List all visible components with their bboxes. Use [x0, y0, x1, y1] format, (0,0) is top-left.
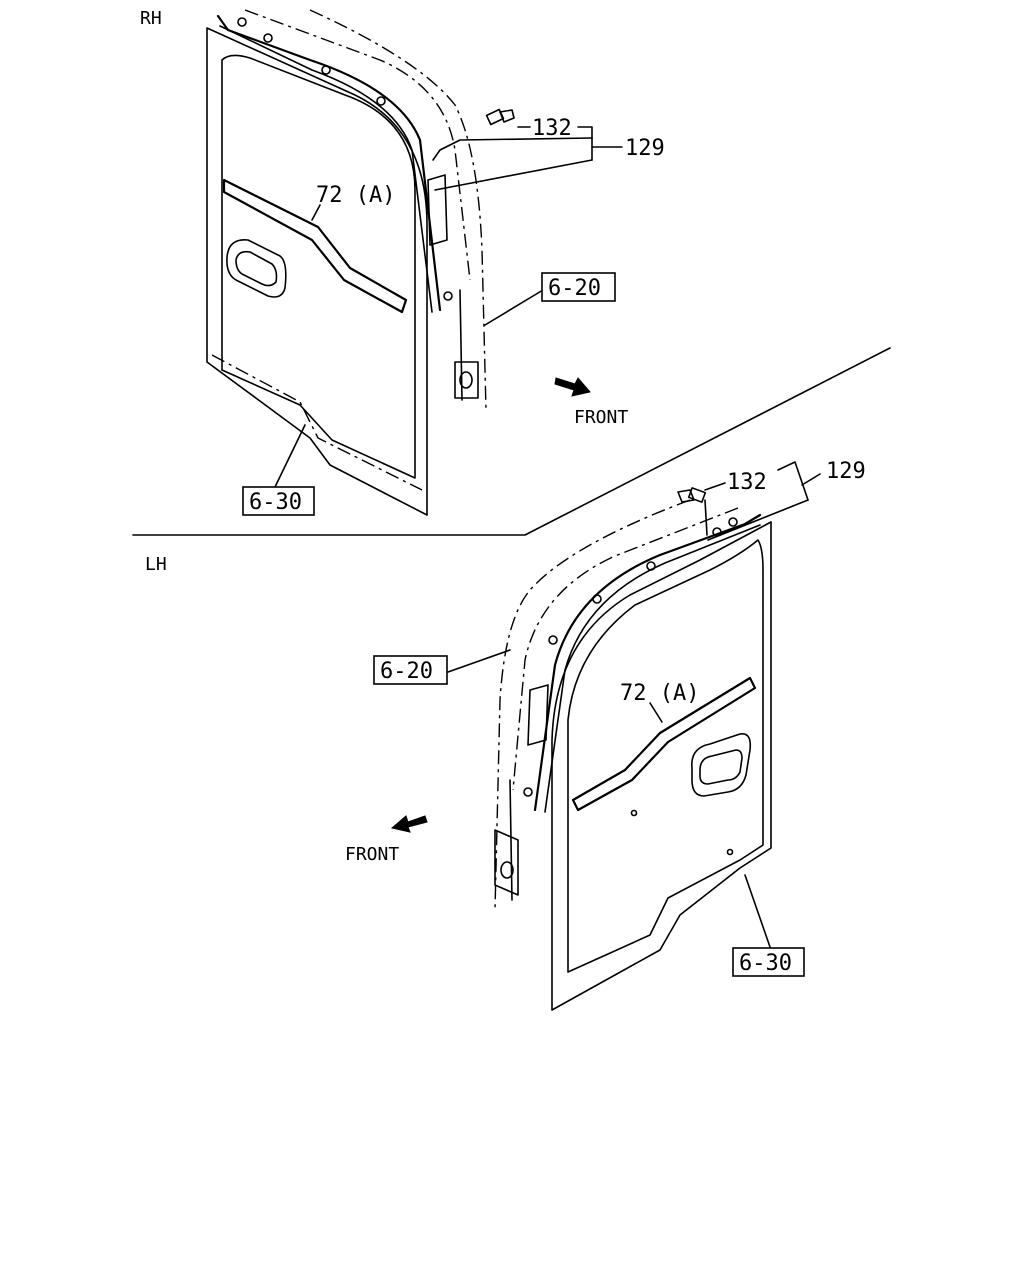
rh-ref-door-box[interactable] [242, 486, 315, 516]
rh-ref-door: 6-30 [249, 490, 302, 515]
rh-body-panel [244, 9, 487, 411]
rh-clip-132 [485, 108, 515, 126]
lh-clip-132 [677, 487, 707, 503]
lh-label-kit: 129 [826, 459, 866, 484]
rh-front-label: FRONT [574, 407, 628, 428]
lh-ref-pillar: 6-20 [380, 659, 433, 684]
rh-label-clip: 132 [532, 116, 572, 141]
lh-ref-door-box[interactable] [732, 947, 805, 977]
section-divider [132, 347, 891, 536]
rh-front-arrow-icon [554, 377, 591, 397]
rh-label-kit: 129 [625, 136, 665, 161]
lh-label-clip: 132 [727, 470, 767, 495]
rh-ref-pillar-box[interactable] [541, 272, 616, 302]
lh-door [523, 513, 772, 1011]
rh-label-molding: 72 (A) [316, 183, 395, 208]
rh-ref-pillar: 6-20 [548, 276, 601, 301]
lh-ref-pillar-box[interactable] [373, 655, 448, 685]
lh-front-arrow-icon [390, 815, 428, 833]
lh-molding [571, 676, 757, 812]
lh-body-panel [494, 499, 739, 911]
rh-door [206, 14, 453, 516]
rh-section: RH [140, 8, 665, 516]
lh-front-label: FRONT [345, 844, 399, 865]
lh-label-molding: 72 (A) [620, 681, 699, 706]
lh-ref-door: 6-30 [739, 951, 792, 976]
lh-section-label: LH [145, 554, 167, 575]
rh-section-label: RH [140, 8, 162, 29]
rh-molding [222, 178, 408, 314]
lh-section: LH [145, 459, 866, 1011]
